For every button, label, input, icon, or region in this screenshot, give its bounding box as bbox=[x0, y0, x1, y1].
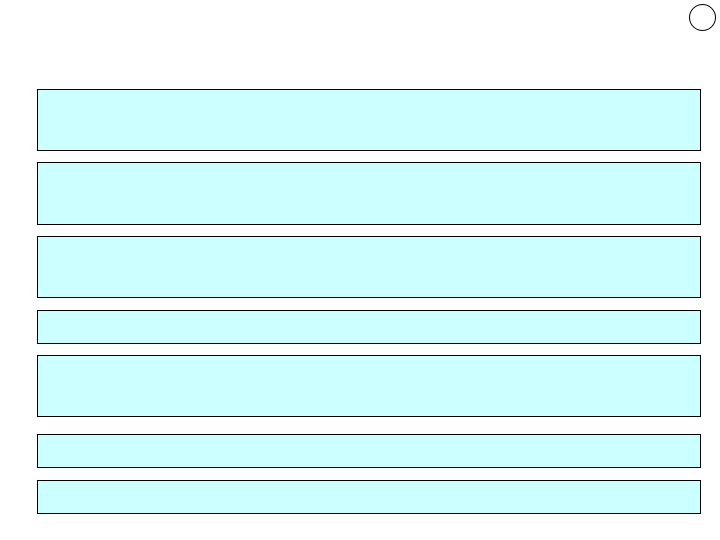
content-panel-4 bbox=[37, 310, 701, 344]
content-panel-2 bbox=[37, 162, 701, 225]
content-panel-7 bbox=[37, 480, 701, 514]
content-panel-1 bbox=[37, 89, 701, 151]
content-panel-3 bbox=[37, 236, 701, 298]
content-panel-6 bbox=[37, 434, 701, 468]
content-panel-5 bbox=[37, 355, 701, 417]
circle-icon-button[interactable] bbox=[689, 4, 716, 31]
